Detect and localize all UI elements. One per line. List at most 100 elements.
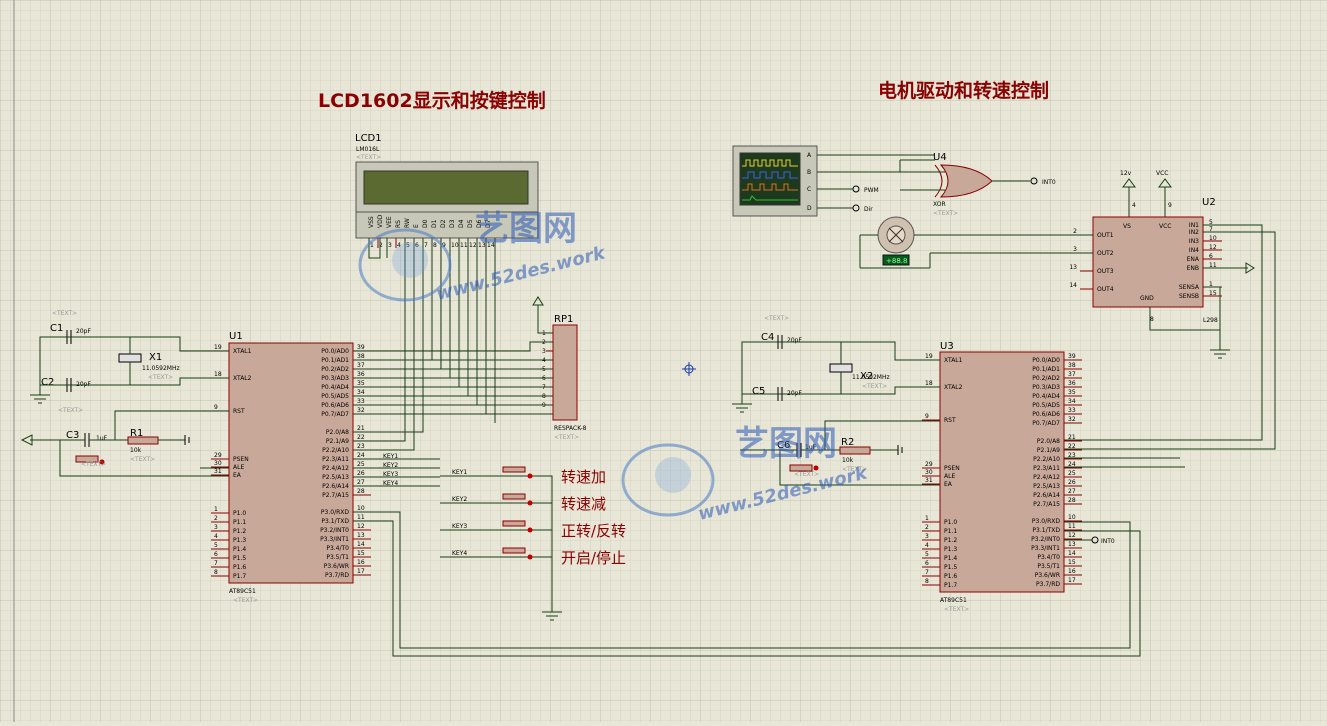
u2-pin-number: 6 — [1209, 253, 1213, 260]
x1-value: 11.0592MHz — [142, 365, 180, 372]
u1-pin-label: P3.0/RXD — [321, 509, 349, 516]
u1-pin-label: P2.0/A8 — [326, 429, 349, 436]
u2-pin-number: 13 — [1069, 264, 1077, 271]
u1-pin-label: P2.6/A14 — [322, 483, 349, 490]
x2-text-placeholder: <TEXT> — [862, 383, 887, 390]
lcd-pin-label: D7 — [485, 219, 492, 228]
u3-microcontroller[interactable]: U3 AT89C51 <TEXT> 19XTAL118XTAL29RST29PS… — [922, 341, 1082, 613]
motor-section-title: 电机驱动和转速控制 — [878, 79, 1049, 102]
u3-pin-number: 31 — [925, 477, 933, 484]
u1-pin-label: P0.0/AD0 — [321, 348, 349, 355]
u2-pin-number: 9 — [1168, 202, 1172, 209]
u2-pin-label: OUT1 — [1097, 232, 1114, 239]
u1-pin-label: P0.1/AD1 — [321, 357, 349, 364]
u3-pin-label: XTAL1 — [944, 357, 963, 364]
lcd-pin-label: VDD — [377, 214, 384, 228]
r2-text-placeholder: <TEXT> — [842, 466, 867, 473]
c3-text-placeholder: <TEXT> — [58, 407, 83, 414]
r1-value: 10k — [130, 447, 142, 454]
c4-value: 20pF — [787, 337, 802, 344]
lcd-pin-number: 5 — [406, 242, 410, 249]
oscilloscope[interactable]: A B C D PWM Dir — [732, 145, 935, 217]
u3-pin-label: P3.6/WR — [1035, 572, 1060, 579]
lcd-pin-label: D6 — [476, 219, 483, 228]
dir-terminal — [852, 204, 860, 212]
reset-button-right[interactable]: <TEXT> — [789, 464, 819, 478]
u2-ref: U2 — [1202, 197, 1216, 208]
u2-pin-label: SENSB — [1179, 293, 1199, 300]
u3-pin-label: P3.2/INT0 — [1031, 536, 1060, 543]
u3-pin-number: 21 — [1068, 434, 1076, 441]
reset-button-left[interactable]: <TEXT> — [75, 455, 106, 468]
u1-pin-number: 8 — [214, 569, 218, 576]
wires: INT0 — [20, 224, 1276, 657]
u1-microcontroller[interactable]: U1 AT89C51 <TEXT> 19XTAL118XTAL29RST29PS… — [211, 331, 371, 604]
x2-ref: X2 — [860, 371, 873, 382]
c3-ref: C3 — [66, 430, 79, 441]
pwm-terminal — [852, 185, 860, 193]
u1-pin-label: P3.7/RD — [325, 572, 349, 579]
u3-pin-label: P1.3 — [944, 546, 957, 553]
u3-pin-label: P1.2 — [944, 537, 957, 544]
u1-pin-number: 37 — [357, 362, 365, 369]
r2-value: 10k — [842, 457, 854, 464]
u2-l298-driver[interactable]: U2 L298 2OUT13OUT213OUT314OUT45IN17IN210… — [1069, 170, 1222, 324]
key-indicator-dot — [527, 500, 533, 506]
u4-xor-gate[interactable]: U4 INT0 XOR <TEXT> — [900, 152, 1056, 217]
watermark-top-logo: 艺图网 — [475, 209, 577, 249]
lcd-pin-number: 13 — [478, 242, 486, 249]
u3-pin-number: 3 — [925, 533, 929, 540]
u3-pin-number: 8 — [925, 578, 929, 585]
lcd-pin-label: RS — [395, 220, 402, 228]
lcd-pin-label: D4 — [458, 219, 465, 228]
u2-body — [1092, 216, 1204, 308]
u1-pin-number: 39 — [357, 344, 365, 351]
u3-pin-label: P1.4 — [944, 555, 957, 562]
dir-net-label: Dir — [864, 206, 873, 213]
key-net-label: KEY3 — [452, 523, 467, 530]
scope-trace-a — [742, 159, 798, 167]
u2-pin-label: IN1 — [1189, 222, 1199, 229]
u3-pin-label: PSEN — [944, 465, 960, 472]
dc-motor[interactable]: +88.8 — [859, 216, 1093, 269]
u2-pin-number: 2 — [1073, 228, 1077, 235]
u1-pin-number: 22 — [357, 434, 365, 441]
pwm-net-label: PWM — [864, 187, 879, 194]
rp1-text-placeholder: <TEXT> — [554, 434, 579, 441]
u2-pin-number: 1 — [1209, 281, 1213, 288]
lcd1-model: LM016L — [356, 146, 380, 153]
lcd-pin-number: 4 — [397, 242, 401, 249]
u3-pin-label: XTAL2 — [944, 384, 963, 391]
u3-pin-label: P3.5/T1 — [1037, 563, 1060, 570]
u3-pin-number: 12 — [1068, 532, 1076, 539]
u1-pin-number: 4 — [214, 533, 218, 540]
r1-body — [127, 436, 159, 445]
u1-pin-label: P2.2/A10 — [322, 447, 349, 454]
u3-pin-label: P0.1/AD1 — [1032, 366, 1060, 373]
u1-pin-label: RST — [233, 408, 245, 415]
u3-pin-number: 2 — [925, 524, 929, 531]
key-net-label: KEY4 — [452, 550, 467, 557]
u3-pin-label: P2.7/A15 — [1033, 501, 1060, 508]
u3-pin-label: P2.5/A13 — [1033, 483, 1060, 490]
u3-pin-number: 37 — [1068, 371, 1076, 378]
u1-pin-number: 16 — [357, 559, 365, 566]
u1-pin-label: P2.1/A9 — [326, 438, 349, 445]
u1-pin-number: 38 — [357, 353, 365, 360]
u1-pin-label: P0.6/AD6 — [321, 402, 349, 409]
u3-pin-number: 4 — [925, 542, 929, 549]
u2-pin-number: 4 — [1132, 202, 1136, 209]
u3-pin-number: 19 — [925, 353, 933, 360]
u2-pin-label: IN4 — [1189, 247, 1199, 254]
u3-body — [939, 351, 1065, 593]
u1-pin-label: P2.3/A11 — [322, 456, 349, 463]
u2-pin-number: 15 — [1209, 290, 1217, 297]
u1-pin-number: 30 — [214, 460, 222, 467]
u4-ref: U4 — [933, 152, 947, 163]
u2-pin-label: IN2 — [1189, 229, 1199, 236]
